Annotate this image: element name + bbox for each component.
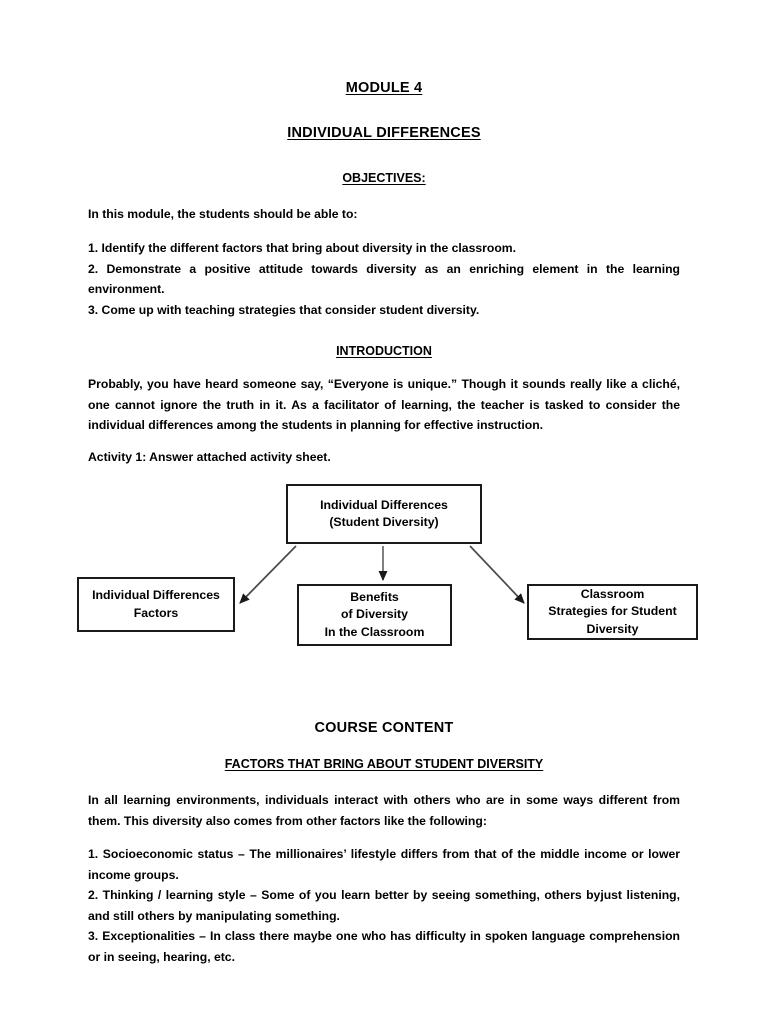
objectives-heading: OBJECTIVES: [88,171,680,185]
module-title: MODULE 4 [88,80,680,96]
factor-3-number: 3. [88,929,103,943]
lesson-title-text: INDIVIDUAL DIFFERENCES [287,125,481,141]
connector-root-to-right [469,545,525,604]
factor-item-3: 3. Exceptionalities – In class there may… [88,926,680,967]
factors-heading: FACTORS THAT BRING ABOUT STUDENT DIVERSI… [88,757,680,771]
introduction-heading: INTRODUCTION [88,344,680,358]
diagram-node-individual-differences-factors: Individual Differences Factors [77,577,235,632]
diagram-node-root-line2: (Student Diversity) [329,515,439,529]
diagram-node-middle-line3: In the Classroom [324,624,425,639]
diagram-node-left-line2: Factors [133,605,179,620]
factors-list: 1. Socioeconomic status – The millionair… [88,844,680,967]
diagram-node-left-line1: Individual Differences [92,588,220,602]
diagram-connectors [239,545,525,604]
objectives-intro: In this module, the students should be a… [88,207,358,221]
diagram-node-root: Individual Differences (Student Diversit… [286,484,482,544]
objective-item-3: 3. Come up with teaching strategies that… [88,302,480,317]
diagram-node-right-line2: Strategies for Student [548,604,677,619]
course-content-heading: COURSE CONTENT [314,720,454,736]
introduction-heading-text: INTRODUCTION [336,344,432,358]
diagram-node-right-line1: Classroom [580,586,645,601]
factor-3-term: Exceptionalities [102,929,196,943]
objectives-list: 1. Identify the different factors that b… [88,238,680,320]
diagram-node-middle-line1: Benefits [350,589,399,604]
diagram-node-root-line1: Individual Differences [320,497,448,512]
factor-2-term: Thinking / learning style [102,888,246,902]
objective-item-1: 1. Identify the different factors that b… [88,241,516,255]
diagram-node-middle-line2: of Diversity [341,607,408,622]
factor-3-description: – In class there maybe one who has diffi… [88,929,680,964]
activity-label: Activity 1: [88,450,147,464]
factor-2-description: – Some of you learn better by seeing som… [88,888,680,923]
factor-item-1: 1. Socioeconomic status – The millionair… [88,844,680,885]
introduction-paragraph: Probably, you have heard someone say, “E… [88,377,680,432]
objective-item-2: 2. Demonstrate a positive attitude towar… [88,261,680,297]
module-title-text: MODULE 4 [345,80,423,96]
factor-1-term: Socioeconomic status [102,847,234,861]
factors-heading-text: FACTORS THAT BRING ABOUT STUDENT DIVERSI… [224,757,544,771]
diagram-node-classroom-strategies: Classroom Strategies for Student Diversi… [527,584,698,640]
activity-line: Activity 1: Answer attached activity she… [88,447,680,468]
diagram-individual-differences: Individual Differences (Student Diversit… [0,470,768,655]
diagram-node-right-line3: Diversity [586,621,639,636]
activity-text: Answer attached activity sheet. [146,450,331,464]
factor-2-number: 2. [88,888,103,902]
diagram-node-benefits-of-diversity: Benefits of Diversity In the Classroom [297,584,452,646]
connector-root-to-left [239,545,297,604]
factors-intro: In all learning environments, individual… [88,793,680,828]
lesson-title: INDIVIDUAL DIFFERENCES [88,125,680,141]
objectives-heading-text: OBJECTIVES: [342,171,426,185]
factor-1-description: – The millionaires’ lifestyle differs fr… [88,847,681,882]
factor-1-number: 1. [88,847,103,861]
factor-item-2: 2. Thinking / learning style – Some of y… [88,885,680,926]
